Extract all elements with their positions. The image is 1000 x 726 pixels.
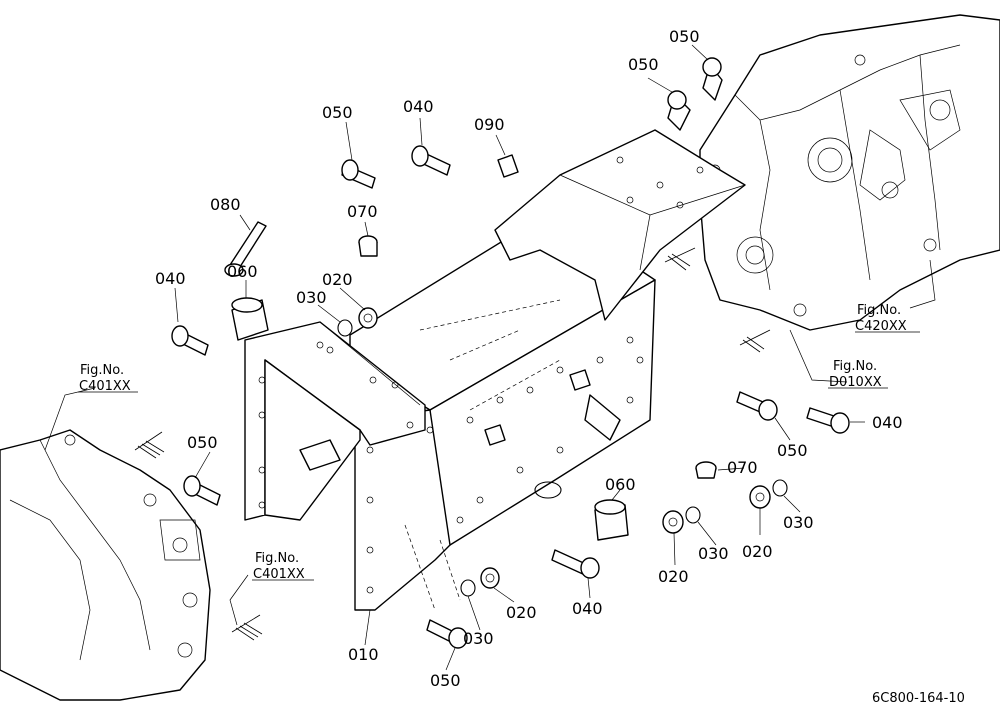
label-030-bottom: 030 [463,629,494,648]
label-070-right: 070 [727,458,758,477]
fig-ref-c401-top-title: Fig.No. [80,363,124,378]
fig-ref-d010-code: D010XX [829,375,882,390]
label-060-top: 060 [227,262,258,281]
drawing-code: 6C800-164-10 [872,691,965,706]
leader-lines [44,44,936,671]
figure-references: Fig.No. C420XX Fig.No. D010XX Fig.No. C4… [79,303,907,582]
label-040-top: 040 [403,97,434,116]
label-020-right: 020 [742,542,773,561]
label-050-upper-mid: 050 [628,55,659,74]
label-090: 090 [474,115,505,134]
label-050-bottom: 050 [430,671,461,690]
label-050-right: 050 [777,441,808,460]
label-040-left: 040 [155,269,186,288]
label-020-top: 020 [322,270,353,289]
fig-ref-c401-bottom-code: C401XX [253,567,305,582]
part-labels: 050 040 090 080 070 060 020 040 030 050 … [155,27,903,690]
front-axle-housing [0,429,211,701]
label-020-mid: 020 [658,567,689,586]
label-040-right: 040 [872,413,903,432]
main-frame-010 [244,129,746,611]
fig-ref-d010-title: Fig.No. [833,359,877,374]
label-010: 010 [348,645,379,664]
transmission-housing [699,14,1000,331]
fig-ref-c420-code: C420XX [855,319,907,334]
label-070-top: 070 [347,202,378,221]
fig-ref-c401-top-code: C401XX [79,379,131,394]
label-020-bottom: 020 [506,603,537,622]
fasteners [134,57,850,649]
fig-ref-c401-bottom-title: Fig.No. [255,551,299,566]
label-060-right: 060 [605,475,636,494]
label-080: 080 [210,195,241,214]
label-040-bottom: 040 [572,599,603,618]
fig-ref-c420-title: Fig.No. [857,303,901,318]
label-050-top: 050 [322,103,353,122]
label-030-right: 030 [783,513,814,532]
label-050-left: 050 [187,433,218,452]
label-050-upper-right: 050 [669,27,700,46]
label-030-mid: 030 [698,544,729,563]
label-030-top: 030 [296,288,327,307]
